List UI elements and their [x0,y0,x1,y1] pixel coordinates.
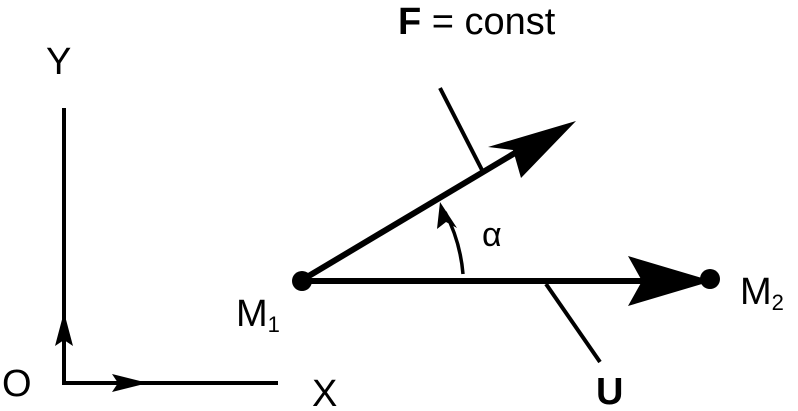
line-u-lower-segment [544,282,602,364]
force-symbol: F [398,1,421,43]
force-equation-label: F = const [398,1,556,43]
force-vector-shaft [300,147,522,283]
point-m2-label: M2 [740,271,784,315]
line-u-upper-segment [438,87,484,171]
displacement-vector-arrowhead [628,256,712,306]
origin-label: O [2,363,32,405]
x-axis-label: X [312,373,337,411]
force-equation-text: = const [421,1,556,43]
angle-arc-arrowhead [437,202,457,229]
point-m1-subscript: 1 [268,312,280,337]
x-unit-arrowhead [112,374,148,392]
force-vector-arrowhead [488,121,576,178]
y-unit-arrowhead [55,312,73,346]
angle-label: α [482,216,502,254]
point-m1-label: M1 [236,293,280,337]
point-m1-letter: M [236,293,268,335]
point-m2-dot [700,269,720,289]
y-axis-label: Y [46,41,71,83]
line-u-label: U [596,371,623,411]
point-m1-dot [292,271,312,291]
point-m2-letter: M [740,271,772,313]
point-m2-subscript: 2 [772,290,784,315]
